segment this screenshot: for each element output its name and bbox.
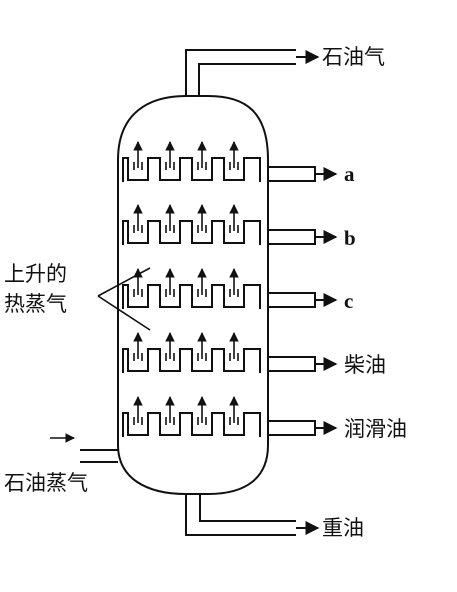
- bubble-cap-riser: [229, 417, 239, 425]
- tray-5: [122, 396, 261, 437]
- bottom-outlet-label: 重油: [322, 516, 364, 540]
- bubble-cap-riser: [229, 162, 239, 170]
- bubble-cap-riser: [165, 289, 175, 297]
- bubble-cap-riser: [229, 225, 239, 233]
- bottom-outlet-pipe: [185, 494, 296, 536]
- top-outlet-label: 石油气: [322, 45, 385, 69]
- tray-4: [122, 332, 261, 373]
- tray-plate: [122, 284, 261, 309]
- tray-2: [122, 204, 261, 245]
- bubble-cap-riser: [165, 162, 175, 170]
- rising-vapor-label-line1: 上升的: [4, 262, 67, 286]
- bubble-cap-riser: [133, 162, 143, 170]
- tray-plate: [122, 220, 261, 245]
- tray-1: [122, 141, 261, 182]
- side-outlet-diesel: 柴油: [268, 353, 386, 377]
- side-outlet-b: b: [268, 226, 356, 250]
- tray-3: [122, 268, 261, 309]
- bubble-cap-riser: [197, 417, 207, 425]
- top-outlet-pipe: [185, 49, 296, 96]
- side-outlet-lubricant: 润滑油: [268, 417, 407, 441]
- tray-plate: [122, 348, 261, 373]
- bubble-cap-riser: [197, 225, 207, 233]
- inlet-pipe: [80, 449, 118, 463]
- bubble-cap-riser: [133, 417, 143, 425]
- inlet-label: 石油蒸气: [4, 471, 88, 495]
- bubble-cap-riser: [165, 417, 175, 425]
- bubble-cap-riser: [197, 289, 207, 297]
- side-outlet-a: a: [268, 162, 355, 186]
- outlet-lubricant-label: 润滑油: [344, 417, 407, 441]
- outlet-diesel-label: 柴油: [344, 353, 386, 377]
- bubble-cap-riser: [197, 162, 207, 170]
- bubble-cap-riser: [165, 225, 175, 233]
- outlet-a-label: a: [344, 162, 355, 186]
- rising-vapor-label-line2: 热蒸气: [4, 292, 67, 316]
- column-shell: [117, 95, 269, 495]
- trays-group: [122, 141, 261, 437]
- tray-plate: [122, 412, 261, 437]
- tray-plate: [122, 157, 261, 182]
- rising-vapor-pointer-upper: [97, 267, 151, 297]
- bubble-cap-riser: [229, 289, 239, 297]
- rising-vapor-pointer-lower: [97, 295, 151, 331]
- bubble-cap-riser: [229, 353, 239, 361]
- bubble-cap-riser: [165, 353, 175, 361]
- bubble-cap-riser: [133, 225, 143, 233]
- side-outlet-c: c: [268, 289, 353, 313]
- bubble-cap-riser: [133, 289, 143, 297]
- outlet-b-label: b: [344, 226, 356, 250]
- bubble-cap-riser: [133, 353, 143, 361]
- bubble-cap-riser: [197, 353, 207, 361]
- outlet-c-label: c: [344, 289, 353, 313]
